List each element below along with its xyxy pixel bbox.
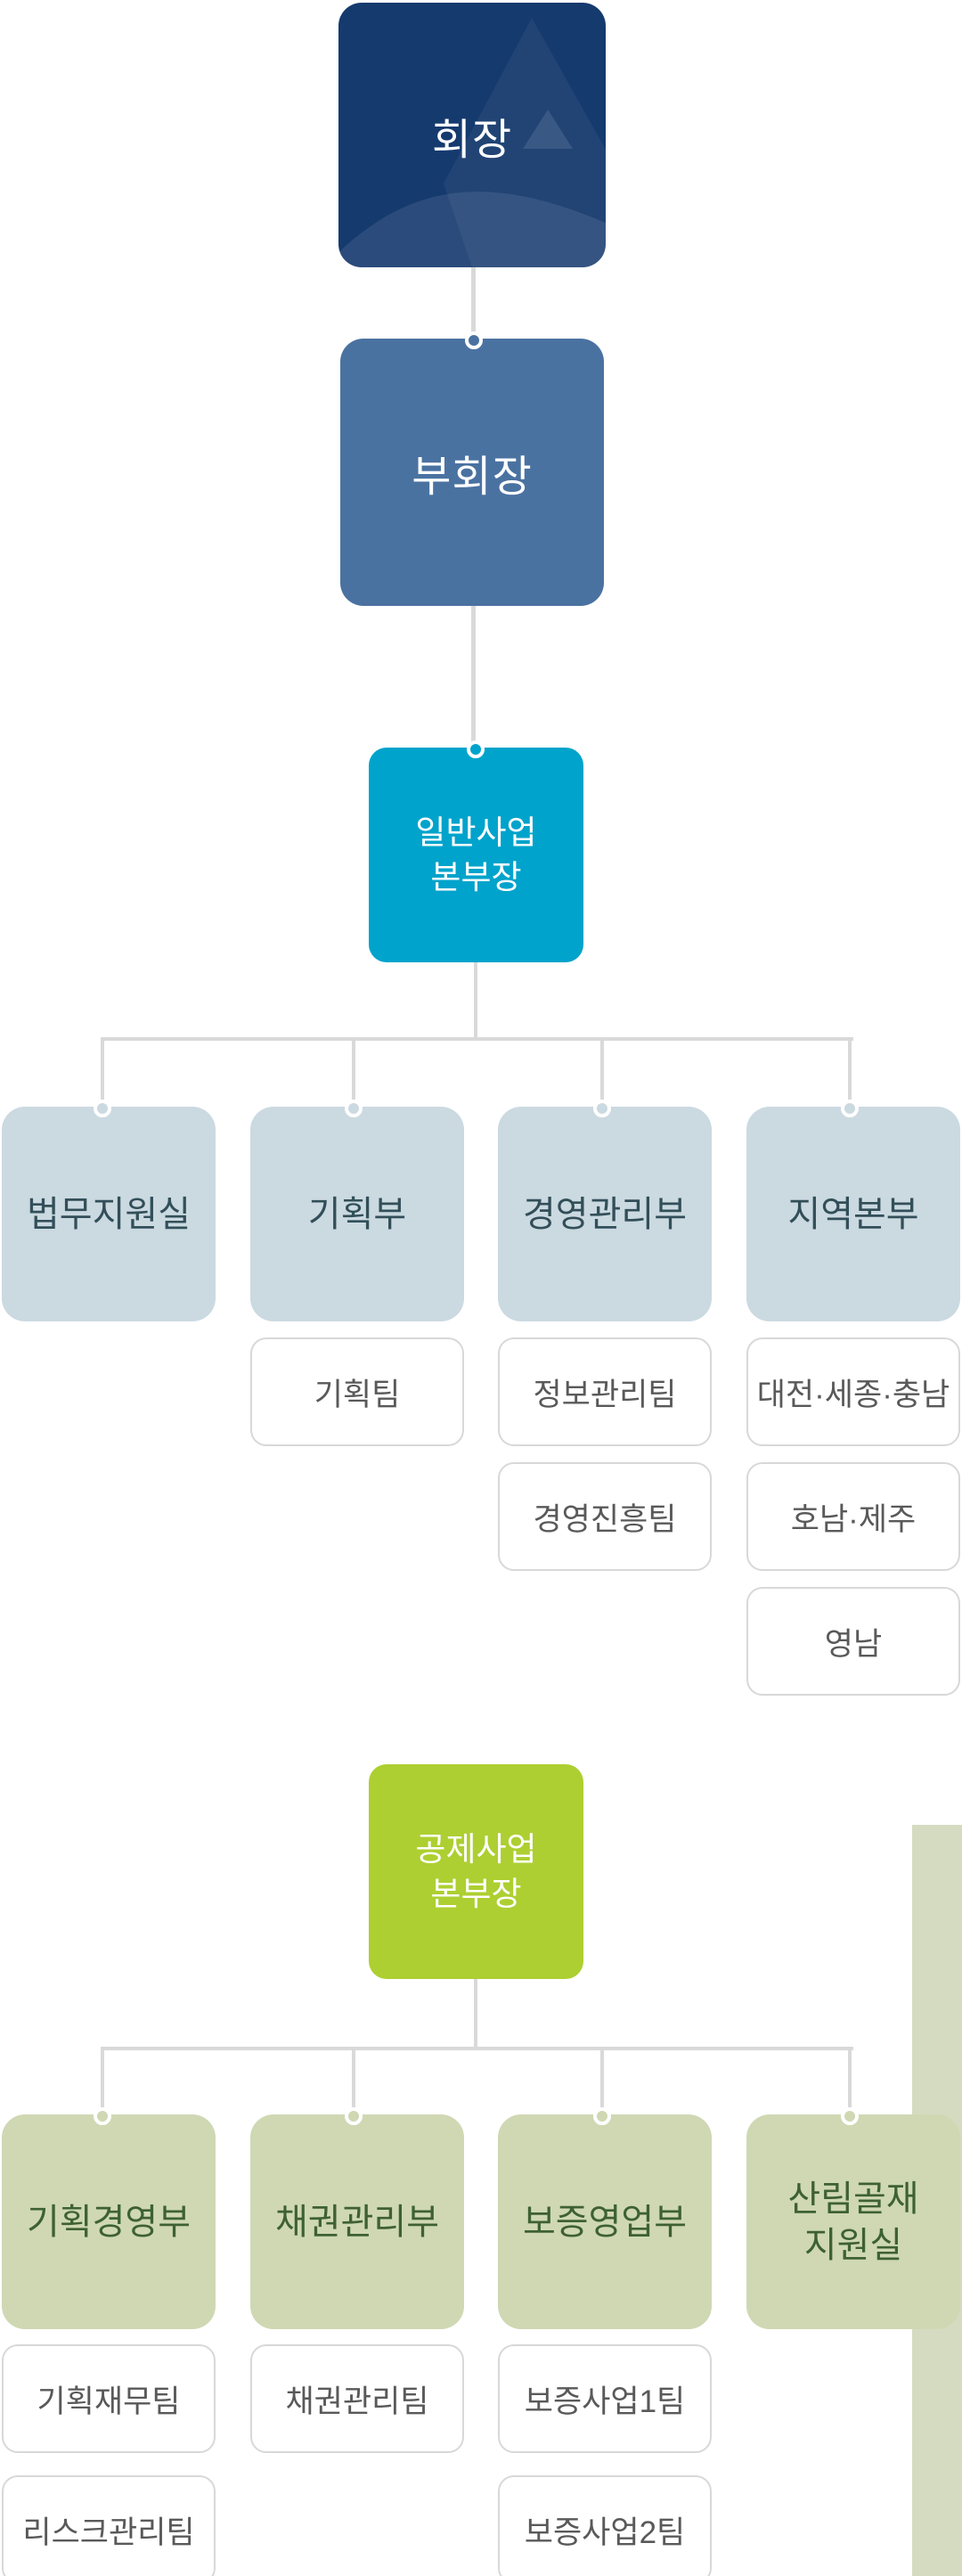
connector-head1-stem [474, 962, 477, 1037]
division-head-mutual-box: 공제사업 본부장 [369, 1764, 583, 1979]
dept-label: 경영관리부 [523, 1194, 687, 1234]
dept-box-planning: 기획부 [250, 1107, 464, 1321]
node-ring [345, 2107, 363, 2125]
team-label: 정보관리팀 [533, 1377, 677, 1412]
team-label: 경영진흥팀 [533, 1501, 677, 1537]
team-label: 보증사업2팀 [524, 2515, 686, 2550]
team-box-management-promotion: 경영진흥팀 [498, 1462, 712, 1571]
dept-box-planning-management: 기획경영부 [2, 2114, 216, 2329]
connector-tree1-branch-1 [101, 1037, 104, 1107]
connector-tree1-branch-2 [352, 1037, 355, 1107]
team-box-risk-management: 리스크관리팀 [2, 2475, 216, 2576]
node-ring [94, 1100, 111, 1117]
dept-label: 산림골재 지원실 [787, 2179, 919, 2265]
team-box-daejeon-sejong-chungnam: 대전·세종·충남 [746, 1337, 960, 1446]
team-box-guarantee-business-2: 보증사업2팀 [498, 2475, 712, 2576]
chairman-label: 회장 [431, 116, 513, 164]
dept-box-management-admin: 경영관리부 [498, 1107, 712, 1321]
team-label: 기획재무팀 [37, 2384, 181, 2419]
connector-tree1-horizontal [102, 1037, 853, 1041]
connector-head2-stem [474, 1979, 477, 2047]
dept-label: 법무지원실 [27, 1194, 191, 1234]
vice-chairman-box: 부회장 [340, 339, 604, 606]
chairman-box: 회장 [338, 3, 606, 267]
team-label: 보증사업1팀 [524, 2384, 686, 2419]
connector-vice-head [471, 606, 476, 748]
node-ring [345, 1100, 363, 1117]
dept-label: 지역본부 [787, 1194, 919, 1234]
node-ring [593, 1100, 611, 1117]
division-head-general-box: 일반사업 본부장 [369, 748, 583, 962]
node-ring [467, 740, 485, 758]
team-box-guarantee-business-1: 보증사업1팀 [498, 2344, 712, 2453]
division-head-mutual-label: 공제사업 본부장 [415, 1830, 537, 1912]
dept-box-bond-management: 채권관리부 [250, 2114, 464, 2329]
node-ring [841, 1100, 859, 1117]
team-box-planning-team: 기획팀 [250, 1337, 464, 1446]
connector-tree1-branch-4 [848, 1037, 852, 1107]
dept-box-forest-aggregate-support: 산림골재 지원실 [746, 2114, 960, 2329]
connector-tree2-branch-2 [352, 2047, 355, 2114]
team-label: 호남·제주 [790, 1501, 917, 1537]
team-box-information-mgmt: 정보관리팀 [498, 1337, 712, 1446]
team-label: 채권관리팀 [285, 2384, 429, 2419]
connector-tree1-branch-3 [600, 1037, 604, 1107]
team-label: 대전·세종·충남 [756, 1377, 950, 1412]
dept-label: 기획경영부 [27, 2202, 191, 2242]
dept-box-guarantee-sales: 보증영업부 [498, 2114, 712, 2329]
dept-label: 보증영업부 [523, 2202, 687, 2242]
node-ring [593, 2107, 611, 2125]
connector-tree2-branch-3 [600, 2047, 604, 2114]
connector-chairman-vice [471, 267, 476, 339]
dept-box-legal-support: 법무지원실 [2, 1107, 216, 1321]
team-label: 영남 [824, 1626, 883, 1662]
team-box-yeongnam: 영남 [746, 1587, 960, 1696]
connector-tree2-branch-4 [848, 2047, 852, 2114]
node-ring [465, 331, 483, 349]
node-ring [841, 2107, 859, 2125]
division-head-general-label: 일반사업 본부장 [415, 814, 537, 895]
connector-tree2-branch-1 [101, 2047, 104, 2114]
dept-box-regional-hq: 지역본부 [746, 1107, 960, 1321]
team-box-bond-management-team: 채권관리팀 [250, 2344, 464, 2453]
team-label: 기획팀 [314, 1377, 401, 1412]
connector-tree2-horizontal [102, 2047, 853, 2050]
vice-chairman-label: 부회장 [412, 454, 533, 501]
dept-label: 기획부 [307, 1194, 407, 1234]
team-box-planning-finance: 기획재무팀 [2, 2344, 216, 2453]
team-box-honam-jeju: 호남·제주 [746, 1462, 960, 1571]
dept-label: 채권관리부 [275, 2202, 439, 2242]
node-ring [94, 2107, 111, 2125]
team-label: 리스크관리팀 [22, 2515, 195, 2550]
